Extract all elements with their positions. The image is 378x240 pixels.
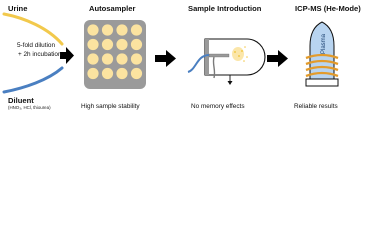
sample-well — [101, 24, 114, 36]
sample-well — [101, 38, 114, 51]
autosampler-title: Autosampler — [89, 4, 136, 13]
sample-well — [101, 67, 114, 80]
sample-well — [101, 53, 114, 65]
sample-well — [130, 24, 143, 36]
diluent-components: (HNO₃, HCl, thiourea) — [8, 105, 51, 110]
sample-well — [116, 24, 128, 36]
arrow-to-icpms — [267, 50, 288, 67]
spray-chamber-icon — [187, 38, 266, 85]
urine-flow-line — [2, 12, 64, 46]
sample-introduction-title: Sample Introduction — [188, 4, 262, 13]
sample-well — [130, 53, 143, 65]
workflow-diagram: Plasma — [2, 12, 339, 94]
sample-well — [87, 67, 99, 80]
sample-introduction-caption: No memory effects — [191, 103, 245, 110]
icpms-title: ICP-MS (He-Mode) — [295, 4, 361, 13]
arrow-to-autosampler — [60, 47, 74, 64]
sample-well — [116, 53, 128, 65]
sample-well — [116, 38, 128, 51]
sample-well — [87, 24, 99, 36]
urine-label: Urine — [8, 4, 28, 13]
dilution-step-line2: + 2h incubation — [18, 51, 62, 58]
sample-well — [130, 38, 143, 51]
dilution-step-line1: 5-fold dilution — [17, 42, 56, 49]
sample-well — [87, 53, 99, 65]
arrow-to-sample-introduction — [155, 50, 176, 67]
autosampler-tray-icon — [84, 20, 146, 89]
sample-well — [130, 67, 143, 80]
plasma-label: Plasma — [321, 33, 327, 54]
icpms-caption: Reliable results — [294, 103, 338, 110]
diluent-label: Diluent — [8, 96, 34, 105]
autosampler-caption: High sample stability — [81, 103, 140, 110]
sample-well — [87, 38, 99, 51]
sample-well — [116, 67, 128, 80]
icp-torch-icon: Plasma — [305, 21, 339, 87]
diluent-flow-line — [2, 66, 64, 94]
